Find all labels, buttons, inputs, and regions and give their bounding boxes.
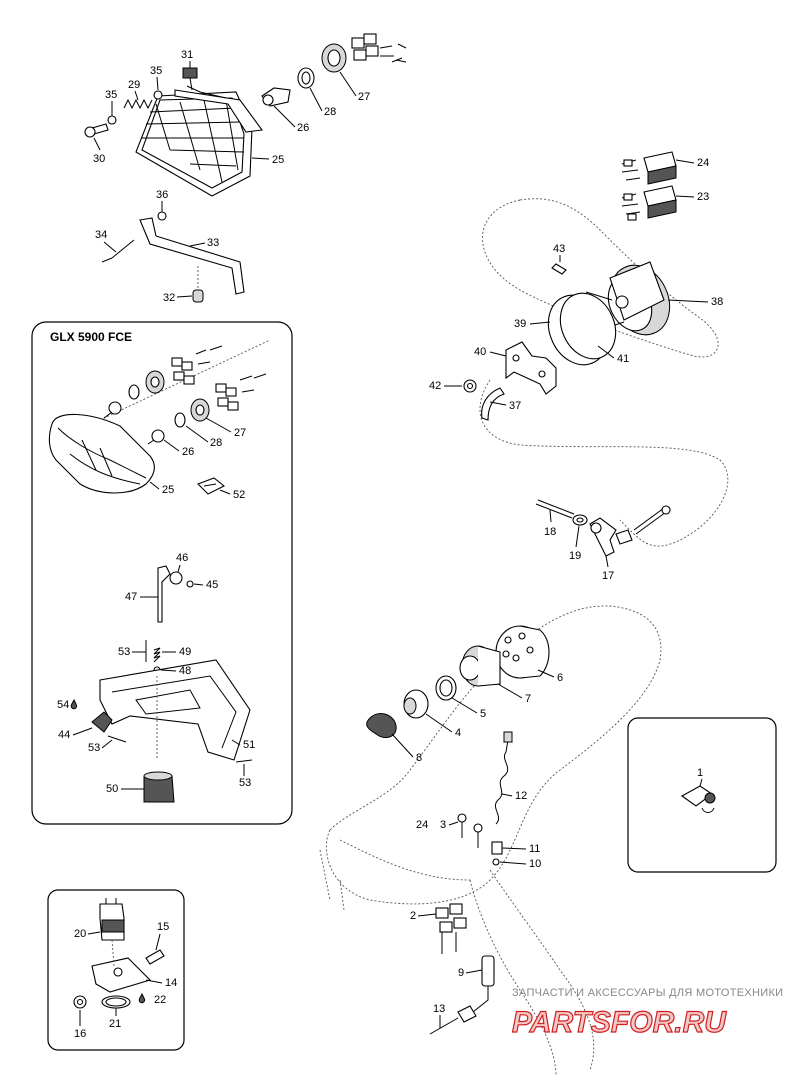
callout-17: 17 xyxy=(602,570,614,582)
inset-bracket-callouts: 20 15 14 22 16 21 xyxy=(74,921,177,1040)
callout-7: 7 xyxy=(525,693,531,705)
callout-38: 38 xyxy=(711,296,723,308)
watermark-tagline: ЗАПЧАСТИ И АКСЕССУАРЫ ДЛЯ МОТОТЕХНИКИ xyxy=(512,987,783,999)
callout-14: 14 xyxy=(165,977,177,989)
callout-24-top: 24 xyxy=(697,157,709,169)
inset-glx-5900-fce: GLX 5900 FCE xyxy=(31,321,293,825)
ignition-switch-callouts: 6 7 5 4 8 12 24 3 11 10 2 9 13 xyxy=(391,669,563,1028)
inset-callout-53-mid: 53 xyxy=(88,742,100,754)
watermark-logo: PARTSFOR.RU xyxy=(512,1006,727,1039)
inset-callout-53-bottom: 53 xyxy=(239,777,251,789)
headlight-assembly xyxy=(84,33,407,303)
callout-36: 36 xyxy=(156,189,168,201)
callout-20: 20 xyxy=(74,928,86,940)
callout-5: 5 xyxy=(480,708,486,720)
callout-11: 11 xyxy=(529,843,540,855)
watermark: ЗАПЧАСТИ И АКСЕССУАРЫ ДЛЯ МОТОТЕХНИКИ PA… xyxy=(511,987,783,1040)
callout-16: 16 xyxy=(74,1028,86,1040)
inset-callout-54: 54 xyxy=(57,699,69,711)
callout-31: 31 xyxy=(181,49,193,61)
ignition-parts xyxy=(535,499,671,557)
callout-2: 2 xyxy=(410,910,416,922)
callout-28-top: 28 xyxy=(324,106,336,118)
callout-12: 12 xyxy=(515,790,527,802)
callout-22: 22 xyxy=(154,994,166,1006)
inset-bracket xyxy=(47,889,185,1051)
callout-6: 6 xyxy=(557,672,563,684)
callout-19: 19 xyxy=(569,550,581,562)
inset-callout-53-top: 53 xyxy=(118,646,130,658)
inset-callouts: 27 28 26 25 52 46 45 47 53 49 48 54 44 5… xyxy=(57,417,255,795)
callout-15: 15 xyxy=(157,921,169,933)
callout-10: 10 xyxy=(529,858,541,870)
callout-32: 32 xyxy=(163,292,175,304)
callout-23: 23 xyxy=(697,191,709,203)
callout-34: 34 xyxy=(95,229,107,241)
inset-callout-44: 44 xyxy=(58,729,70,741)
inset-callout-46: 46 xyxy=(176,552,188,564)
callout-37: 37 xyxy=(509,400,521,412)
callout-9: 9 xyxy=(458,967,464,979)
vehicle-body-outline xyxy=(319,605,662,1077)
inset-callout-27: 27 xyxy=(234,427,246,439)
inset-callout-28: 28 xyxy=(210,437,222,449)
inset-title: GLX 5900 FCE xyxy=(50,330,132,344)
callout-25-top: 25 xyxy=(272,154,284,166)
callout-13: 13 xyxy=(433,1003,445,1015)
callout-24-bottom: 24 xyxy=(416,819,428,831)
ignition-switch-parts xyxy=(366,625,550,1035)
inset-callout-49: 49 xyxy=(179,646,191,658)
callout-40: 40 xyxy=(474,346,486,358)
callout-41: 41 xyxy=(617,353,629,365)
gauge-assembly xyxy=(463,151,729,547)
callout-30: 30 xyxy=(93,153,105,165)
inset-callout-48: 48 xyxy=(179,665,191,677)
headlight-callouts: 31 35 29 35 30 27 28 26 25 36 34 33 32 xyxy=(93,49,370,304)
callout-42: 42 xyxy=(429,380,441,392)
callout-35-top-left: 35 xyxy=(105,89,117,101)
inset-callout-25: 25 xyxy=(162,484,174,496)
callout-26-top: 26 xyxy=(297,122,309,134)
callout-3: 3 xyxy=(440,819,446,831)
inset-callout-26: 26 xyxy=(182,446,194,458)
inset-callout-50: 50 xyxy=(106,783,118,795)
callout-39: 39 xyxy=(514,318,526,330)
inset-callout-51: 51 xyxy=(243,739,255,751)
callout-35-top-right: 35 xyxy=(150,65,162,77)
callout-27-top: 27 xyxy=(358,91,370,103)
callout-29: 29 xyxy=(128,79,140,91)
callout-33: 33 xyxy=(207,237,219,249)
ignition-callouts: 18 19 17 xyxy=(544,509,614,582)
inset-callout-52: 52 xyxy=(233,489,245,501)
callout-1: 1 xyxy=(697,767,703,779)
inset-key: 1 xyxy=(627,717,777,873)
callout-4: 4 xyxy=(455,727,461,739)
callout-18: 18 xyxy=(544,526,556,538)
callout-21: 21 xyxy=(109,1018,121,1030)
callout-43: 43 xyxy=(553,243,565,255)
callout-8: 8 xyxy=(416,752,422,764)
inset-callout-45: 45 xyxy=(206,579,218,591)
inset-callout-47: 47 xyxy=(125,591,137,603)
gauge-callouts: 24 23 43 38 39 40 41 42 37 xyxy=(429,157,723,412)
